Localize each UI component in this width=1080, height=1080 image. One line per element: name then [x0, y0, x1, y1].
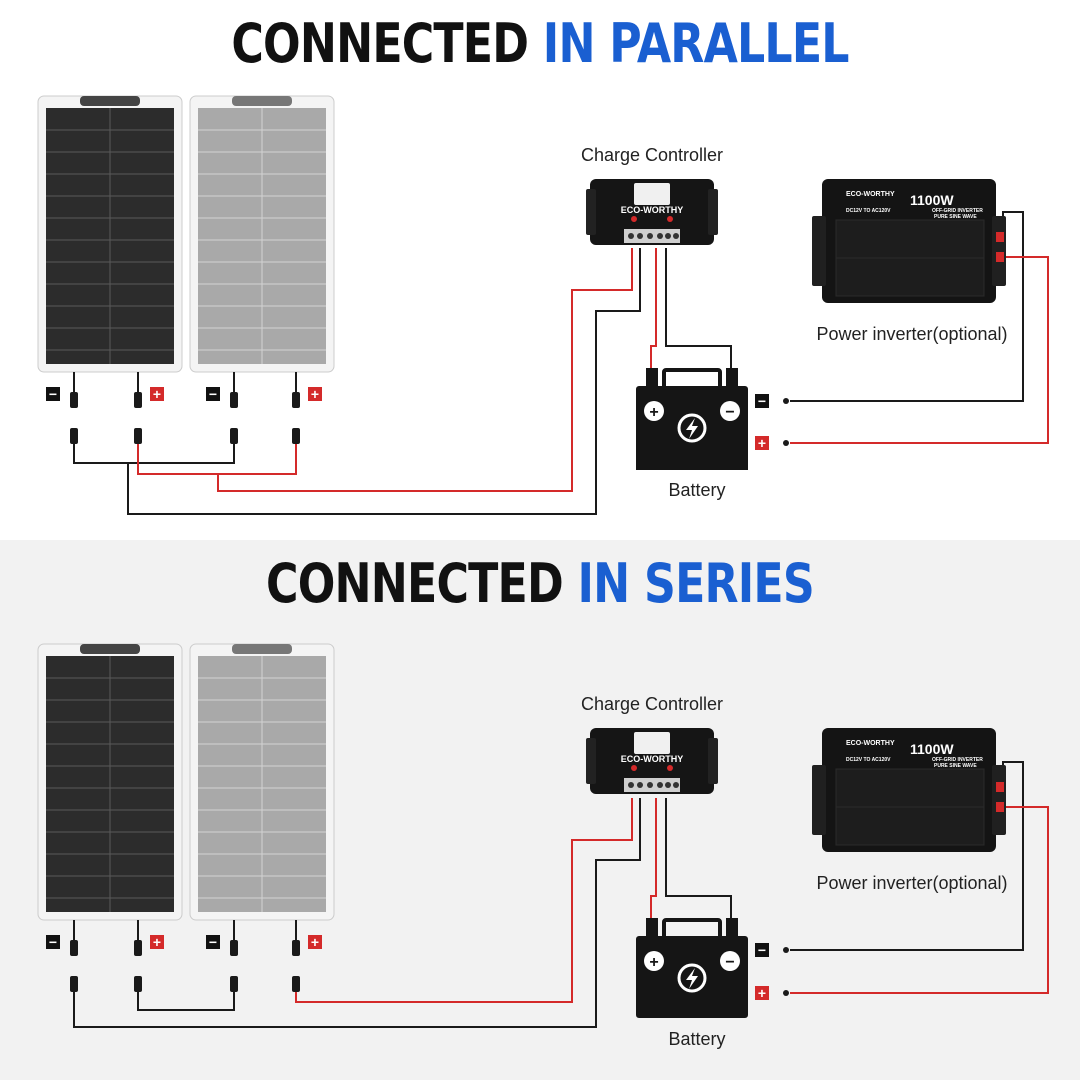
minus-badge: −	[206, 934, 220, 950]
mc4-connector	[292, 392, 300, 408]
mc4-connector	[134, 940, 142, 956]
inverter-label: Power inverter(optional)	[816, 324, 1007, 344]
parallel-section: CONNECTED IN PARALLEL	[37, 12, 1049, 515]
series-section: CONNECTED IN SERIES	[0, 540, 1080, 1080]
svg-text:DC12V TO AC120V: DC12V TO AC120V	[846, 757, 891, 763]
solar-panel-2	[189, 643, 335, 921]
charge-controller-label: Charge Controller	[581, 145, 723, 165]
controller-brand: ECO-WORTHY	[621, 205, 684, 215]
svg-text:−: −	[758, 942, 766, 958]
positive-wire	[295, 798, 633, 1003]
inverter-brand: ECO-WORTHY	[846, 740, 895, 747]
svg-text:−: −	[49, 934, 57, 950]
minus-badge: −	[206, 386, 220, 402]
section-title: CONNECTED IN SERIES	[97, 552, 983, 615]
positive-wire	[790, 256, 1049, 444]
inverter-label: Power inverter(optional)	[816, 873, 1007, 893]
svg-text:−: −	[209, 934, 217, 950]
svg-text:+: +	[649, 404, 658, 421]
mc4-connector	[70, 976, 78, 992]
svg-text:−: −	[209, 386, 217, 402]
minus-badge: −	[755, 393, 769, 409]
mc4-connector	[292, 428, 300, 444]
mc4-connector	[230, 940, 238, 956]
inverter-power: 1100W	[910, 192, 954, 208]
negative-wire	[665, 248, 732, 370]
minus-badge: −	[46, 386, 60, 402]
lcd-screen	[634, 732, 670, 754]
svg-text:+: +	[153, 934, 161, 950]
plus-badge: +	[150, 386, 164, 402]
title-part-blue: IN PARALLEL	[542, 12, 850, 75]
svg-text:PURE SINE WAVE: PURE SINE WAVE	[934, 214, 977, 220]
minus-badge: −	[46, 934, 60, 950]
solar-panel-2	[189, 95, 335, 373]
svg-text:OFF-GRID INVERTER: OFF-GRID INVERTER	[932, 208, 983, 214]
svg-text:DC12V TO AC120V: DC12V TO AC120V	[846, 208, 891, 214]
charge-controller: ECO-WORTHY	[586, 728, 718, 794]
mc4-connector	[230, 976, 238, 992]
plus-badge: +	[150, 934, 164, 950]
minus-badge: −	[755, 942, 769, 958]
svg-text:+: +	[311, 386, 319, 402]
svg-text:−: −	[725, 404, 734, 421]
mc4-connector	[70, 392, 78, 408]
mc4-connector	[70, 940, 78, 956]
plus-badge: +	[755, 435, 769, 451]
plus-badge: +	[308, 386, 322, 402]
mc4-connector	[70, 428, 78, 444]
battery: + −	[636, 918, 748, 1018]
lightning-icon	[686, 418, 698, 439]
svg-text:+: +	[153, 386, 161, 402]
positive-wire	[137, 444, 297, 475]
mc4-connector	[134, 428, 142, 444]
mc4-connector	[230, 428, 238, 444]
title-part-dark: CONNECTED	[231, 12, 529, 75]
title-part-blue: IN SERIES	[577, 552, 815, 615]
positive-wire	[650, 248, 657, 370]
negative-wire	[73, 444, 235, 464]
plus-badge: +	[308, 934, 322, 950]
lightning-icon	[686, 968, 698, 989]
svg-text:+: +	[649, 954, 658, 971]
power-inverter: ECO-WORTHY 1100W DC12V TO AC120V OFF-GRI…	[812, 728, 1006, 852]
negative-wire	[665, 798, 732, 920]
positive-wire	[790, 806, 1049, 994]
power-inverter: ECO-WORTHY 1100W DC12V TO AC120V OFF-GRI…	[812, 179, 1006, 303]
series-diagram: − + − + Charge Controller ECO-WORTHY	[37, 643, 1049, 1049]
series-link-wire	[137, 992, 235, 1011]
positive-wire	[650, 798, 657, 920]
mc4-connector	[134, 392, 142, 408]
svg-text:PURE SINE WAVE: PURE SINE WAVE	[934, 763, 977, 769]
svg-text:−: −	[725, 954, 734, 971]
solar-panel-1	[37, 643, 183, 921]
battery-label: Battery	[668, 1029, 725, 1049]
section-title: CONNECTED IN PARALLEL	[97, 12, 983, 75]
mc4-connector	[292, 976, 300, 992]
parallel-diagram: − + − + Charge Controller ECO-WORTHY	[37, 95, 1049, 515]
positive-wire	[217, 248, 633, 492]
controller-brand: ECO-WORTHY	[621, 754, 684, 764]
plus-badge: +	[755, 985, 769, 1001]
svg-text:+: +	[758, 435, 766, 451]
negative-wire	[73, 798, 641, 1028]
title-part-dark: CONNECTED	[266, 552, 564, 615]
battery-label: Battery	[668, 480, 725, 500]
solar-panel-1	[37, 95, 183, 373]
svg-text:OFF-GRID INVERTER: OFF-GRID INVERTER	[932, 757, 983, 763]
inverter-power: 1100W	[910, 741, 954, 757]
battery: + −	[636, 368, 748, 470]
mc4-connector	[230, 392, 238, 408]
inverter-brand: ECO-WORTHY	[846, 191, 895, 198]
charge-controller-label: Charge Controller	[581, 694, 723, 714]
svg-text:+: +	[311, 934, 319, 950]
svg-text:−: −	[49, 386, 57, 402]
svg-text:−: −	[758, 393, 766, 409]
charge-controller: ECO-WORTHY	[586, 179, 718, 245]
mc4-connector	[292, 940, 300, 956]
lcd-screen	[634, 183, 670, 205]
svg-text:+: +	[758, 985, 766, 1001]
negative-wire	[127, 248, 641, 515]
mc4-connector	[134, 976, 142, 992]
